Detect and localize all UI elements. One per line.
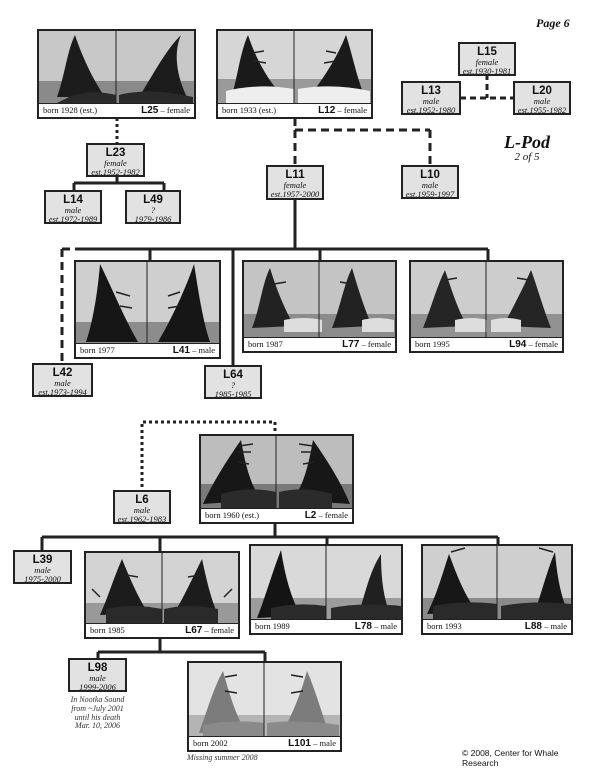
whale-name: L78 – male bbox=[354, 621, 397, 632]
whale-sex: male bbox=[533, 96, 551, 107]
whale-id: L23 bbox=[105, 147, 126, 159]
pod-title: L-Pod bbox=[504, 132, 550, 152]
whale-years: 1975-2000 bbox=[24, 573, 61, 584]
birth-label: born 1989 bbox=[255, 621, 290, 631]
photo-panel-L78: born 1989 L78 – male bbox=[249, 544, 403, 635]
note-l101: Missing summer 2008 bbox=[187, 753, 258, 762]
whale-years: 1979-1986 bbox=[134, 213, 172, 224]
whale-name: L67 – female bbox=[185, 625, 234, 636]
photo-panel-L25: born 1928 (est.) L25 – female bbox=[37, 29, 196, 119]
photo-panel-L41: born 1977 L41 – male bbox=[74, 260, 221, 359]
whale-id: L10 bbox=[420, 169, 440, 181]
whale-name: L88 – male bbox=[524, 621, 567, 632]
whale-name: L101 – male bbox=[288, 738, 336, 749]
birth-label: born 1987 bbox=[248, 339, 283, 349]
whale-box-L42: L42 male est.1973-1994 bbox=[32, 363, 93, 397]
pod-subtitle: 2 of 5 bbox=[514, 151, 540, 163]
whale-id: L6 bbox=[135, 494, 149, 506]
whale-id: L14 bbox=[63, 194, 83, 206]
photo-panel-L2: born 1960 (est.) L2 – female bbox=[199, 434, 354, 524]
whale-box-L23: L23 female est.1952-1982 bbox=[86, 143, 145, 177]
birth-label: born 1928 (est.) bbox=[43, 105, 98, 115]
copyright-notice: © 2008, Center for Whale Research bbox=[462, 748, 559, 768]
photo-panel-L77: born 1987 L77 – female bbox=[242, 260, 397, 353]
whale-sex: male bbox=[54, 378, 71, 389]
photo-panel-L94: born 1995 L94 – female bbox=[409, 260, 564, 353]
whale-id: L20 bbox=[532, 85, 552, 97]
whale-sex: male bbox=[64, 205, 82, 216]
whale-box-L13: L13 male est.1952-1980 bbox=[401, 81, 461, 115]
birth-label: born 1933 (est.) bbox=[222, 105, 277, 115]
page-number: Page 6 bbox=[536, 16, 570, 30]
whale-id: L42 bbox=[52, 367, 73, 379]
whale-name: L12 – female bbox=[318, 105, 367, 116]
whale-id: L98 bbox=[87, 662, 108, 674]
whale-box-L20: L20 male est.1955-1982 bbox=[513, 81, 571, 115]
whale-box-L14: L14 male est.1972-1989 bbox=[44, 190, 102, 224]
whale-years: est.1973-1994 bbox=[38, 386, 87, 397]
birth-label: born 2002 bbox=[193, 738, 228, 748]
whale-id: L64 bbox=[223, 369, 243, 381]
photo-panel-L67: born 1985 L67 – female bbox=[84, 551, 240, 639]
whale-name: L77 – female bbox=[342, 339, 391, 350]
birth-label: born 1960 (est.) bbox=[205, 510, 260, 520]
whale-sex: male bbox=[422, 96, 440, 107]
whale-years: est.1930-1981 bbox=[462, 65, 512, 76]
whale-id: L13 bbox=[421, 85, 441, 97]
whale-years: est.1952-1980 bbox=[406, 104, 456, 115]
note-line: from ~July 2001 bbox=[71, 703, 124, 713]
whale-sex: female bbox=[283, 180, 307, 191]
whale-sex: female bbox=[104, 158, 127, 169]
whale-box-L39: L39 male 1975-2000 bbox=[13, 550, 72, 584]
whale-id: L49 bbox=[143, 194, 163, 206]
whale-sex: male bbox=[421, 180, 439, 191]
whale-sex: male bbox=[34, 565, 51, 576]
whale-years: est.1972-1989 bbox=[48, 213, 98, 224]
whale-years: est.1959-1997 bbox=[405, 188, 455, 199]
photo-panel-L12: born 1933 (est.) L12 – female bbox=[216, 29, 373, 119]
whale-sex: ? bbox=[230, 380, 236, 391]
whale-years: 1999-2006 bbox=[79, 681, 116, 692]
whale-years: est.1952-1982 bbox=[91, 166, 140, 177]
whale-sex: male bbox=[89, 673, 106, 684]
note-line: In Nootka Sound bbox=[70, 695, 125, 704]
whale-years: est.1962-1983 bbox=[117, 513, 167, 524]
whale-name: L25 – female bbox=[141, 105, 190, 116]
whale-id: L11 bbox=[285, 169, 305, 181]
whale-name: L94 – female bbox=[509, 339, 558, 350]
whale-years: est.1955-1982 bbox=[517, 104, 567, 115]
birth-label: born 1993 bbox=[427, 621, 462, 631]
whale-box-L49: L49 ? 1979-1986 bbox=[125, 190, 181, 224]
whale-box-L10: L10 male est.1959-1997 bbox=[401, 165, 459, 199]
whale-box-L98: L98 male 1999-2006 bbox=[68, 658, 127, 692]
whale-years: 1985-1985 bbox=[214, 388, 252, 399]
photo-panel-L88: born 1993 L88 – male bbox=[421, 544, 573, 635]
whale-years: est.1957-2000 bbox=[270, 188, 320, 199]
whale-name: L41 – male bbox=[172, 345, 215, 356]
note-l98: In Nootka Sound from ~July 2001 until hi… bbox=[60, 695, 135, 731]
whale-box-L15: L15 female est.1930-1981 bbox=[458, 42, 516, 76]
photo-panel-L101: born 2002 L101 – male bbox=[187, 661, 342, 752]
whale-id: L39 bbox=[32, 554, 53, 566]
birth-label: born 1995 bbox=[415, 339, 450, 349]
whale-id: L15 bbox=[477, 46, 497, 58]
whale-box-L11: L11 female est.1957-2000 bbox=[266, 165, 324, 200]
whale-sex: ? bbox=[150, 205, 156, 216]
note-line: Mar. 10, 2006 bbox=[75, 721, 120, 731]
whale-sex: male bbox=[133, 505, 151, 516]
pod-title-block: L-Pod 2 of 5 bbox=[492, 132, 562, 163]
whale-box-L6: L6 male est.1962-1983 bbox=[113, 490, 171, 524]
whale-sex: female bbox=[475, 57, 499, 68]
birth-label: born 1985 bbox=[90, 625, 125, 635]
whale-box-L64: L64 ? 1985-1985 bbox=[204, 365, 262, 399]
birth-label: born 1977 bbox=[80, 345, 115, 355]
whale-name: L2 – female bbox=[304, 510, 348, 521]
note-line: until his death bbox=[74, 712, 121, 722]
